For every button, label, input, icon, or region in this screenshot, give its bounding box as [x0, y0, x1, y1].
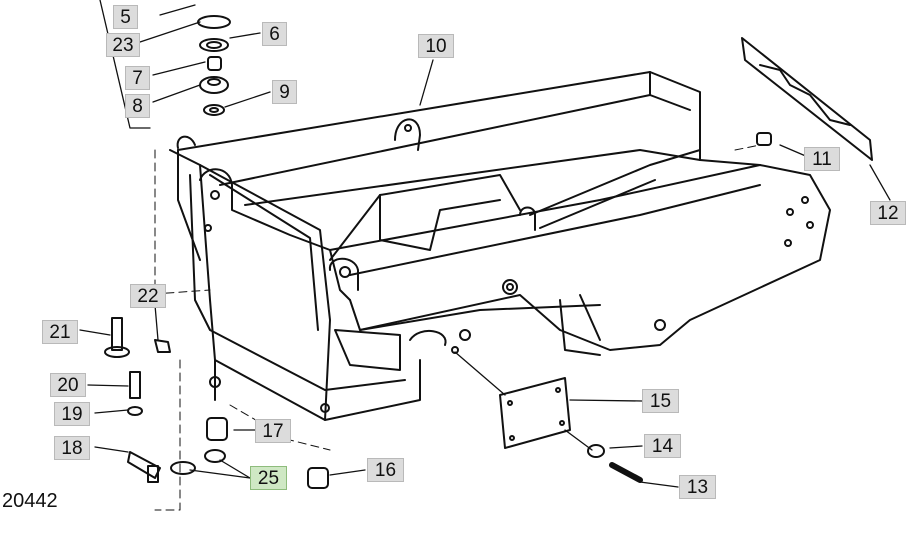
callout-18[interactable]: 18 — [54, 436, 90, 460]
callout-11[interactable]: 11 — [804, 147, 840, 171]
callout-5[interactable]: 5 — [113, 5, 138, 29]
bolt-13 — [609, 462, 643, 483]
callout-21[interactable]: 21 — [42, 320, 78, 344]
callout-14[interactable]: 14 — [644, 434, 681, 458]
callout-12[interactable]: 12 — [870, 201, 906, 225]
plate-12 — [741, 37, 873, 161]
frame-top-rail — [177, 71, 761, 166]
callout-15[interactable]: 15 — [642, 389, 679, 413]
callout-10[interactable]: 10 — [418, 34, 454, 58]
callout-17[interactable]: 17 — [255, 419, 291, 443]
bolt-20 — [129, 371, 141, 399]
main-beam — [329, 164, 831, 351]
callout-16[interactable]: 16 — [367, 458, 404, 482]
front-frame — [169, 149, 421, 421]
callout-19[interactable]: 19 — [54, 402, 90, 426]
callout-6[interactable]: 6 — [262, 22, 287, 46]
link-18 — [127, 451, 161, 479]
washer-14 — [587, 444, 605, 458]
pin-21 — [111, 317, 123, 351]
bushing-16 — [307, 467, 329, 489]
callout-22[interactable]: 22 — [130, 284, 166, 308]
fitting-22 — [154, 339, 171, 353]
callout-9[interactable]: 9 — [272, 80, 297, 104]
callout-8[interactable]: 8 — [125, 94, 150, 118]
callout-23[interactable]: 23 — [106, 33, 140, 57]
callout-7[interactable]: 7 — [125, 66, 150, 90]
callout-20[interactable]: 20 — [50, 373, 86, 397]
figure-number: 20442 — [2, 490, 58, 512]
callout-13[interactable]: 13 — [679, 475, 716, 499]
cover-plate-15 — [499, 377, 571, 449]
callout-25[interactable]: 25 — [250, 466, 287, 490]
spacer-17 — [206, 417, 228, 441]
